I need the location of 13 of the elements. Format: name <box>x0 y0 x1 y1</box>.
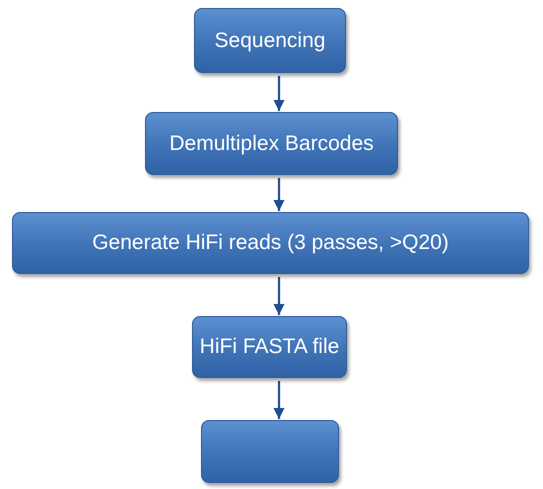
process-box <box>192 316 347 378</box>
arrow <box>274 277 284 315</box>
box-label: Sequencing <box>214 28 326 52</box>
arrow <box>274 178 284 211</box>
box-label: HiFi FASTA file <box>200 335 340 359</box>
arrow <box>274 381 284 419</box>
process-box <box>12 212 529 274</box>
box-label: Demultiplex Barcodes <box>169 132 374 156</box>
process-box <box>194 8 346 73</box>
empty-box <box>201 420 339 483</box>
arrow <box>274 76 284 111</box>
process-box <box>145 112 398 175</box>
box-label: Generate HiFi reads (3 passes, >Q20) <box>92 231 449 255</box>
